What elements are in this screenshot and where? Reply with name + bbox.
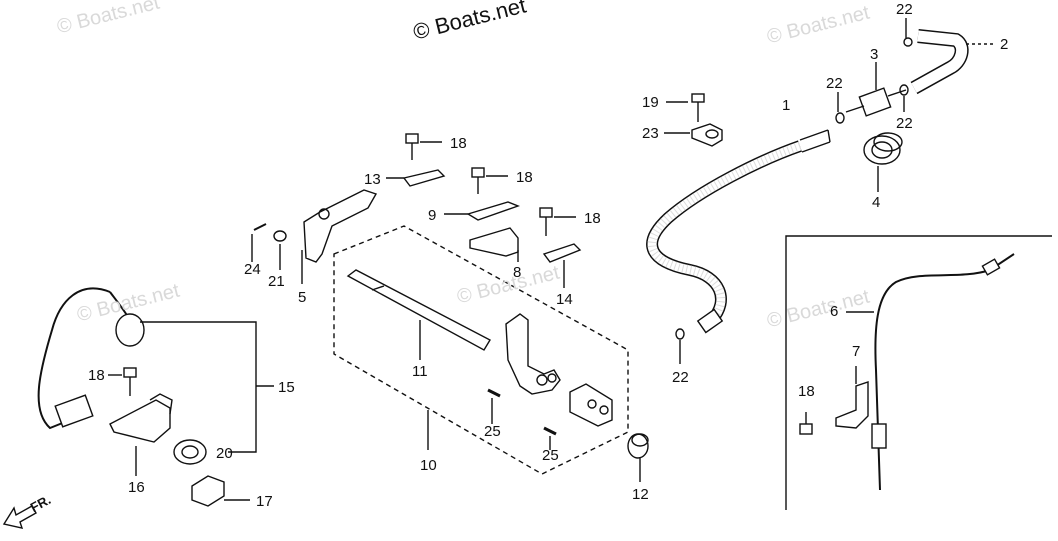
part-2-hose <box>910 29 994 95</box>
part-3-fitting <box>845 62 907 117</box>
callout-1: 1 <box>782 97 791 114</box>
part-6-cable <box>846 253 1015 491</box>
callout-25: 25 <box>484 423 501 440</box>
callout-10: 10 <box>420 457 437 474</box>
callout-8: 8 <box>513 264 522 281</box>
callout-25: 25 <box>542 447 559 464</box>
bracket-assembly <box>569 383 613 427</box>
callout-20: 20 <box>216 445 233 462</box>
part-5-bracket <box>301 189 378 284</box>
part-23-clamp <box>664 123 723 147</box>
inset-frame <box>785 235 1052 510</box>
callout-14: 14 <box>556 291 573 308</box>
front-direction-arrow <box>2 505 37 529</box>
part-21-washer <box>273 230 287 270</box>
callout-13: 13 <box>364 171 381 188</box>
part-7-bracket <box>835 366 869 429</box>
shift-arm <box>505 313 561 395</box>
part-24-pin <box>251 223 267 262</box>
part-16-bracket <box>109 393 173 476</box>
callout-18: 18 <box>798 383 815 400</box>
part-13-plate <box>386 169 446 187</box>
callout-17: 17 <box>256 493 273 510</box>
part-19-bolt <box>666 93 705 122</box>
part-17-cap <box>191 475 250 507</box>
callout-15: 15 <box>278 379 295 396</box>
part-1-hose <box>646 129 831 334</box>
part-15-switch-harness <box>37 287 274 453</box>
callout-23: 23 <box>642 125 659 142</box>
callout-18: 18 <box>516 169 533 186</box>
callout-24: 24 <box>244 261 261 278</box>
part-11-shaft <box>346 269 491 360</box>
callout-2: 2 <box>1000 36 1009 53</box>
part-14-plate <box>542 243 582 288</box>
part-18-bolts <box>108 133 813 435</box>
callout-21: 21 <box>268 273 285 290</box>
part-12-grommet <box>627 433 649 482</box>
callout-22: 22 <box>896 1 913 18</box>
part-9-plate <box>444 201 520 221</box>
callout-22: 22 <box>672 369 689 386</box>
part-8-bracket <box>469 227 519 262</box>
callout-19: 19 <box>642 94 659 111</box>
callout-3: 3 <box>870 46 879 63</box>
part-22-clips <box>675 18 913 364</box>
callout-9: 9 <box>428 207 437 224</box>
callout-12: 12 <box>632 486 649 503</box>
callout-11: 11 <box>412 363 428 380</box>
part-25-pins <box>487 388 557 450</box>
callout-5: 5 <box>298 289 307 306</box>
part-20-nut <box>173 439 207 465</box>
callout-6: 6 <box>830 303 839 320</box>
callout-18: 18 <box>450 135 467 152</box>
part-10-assembly-outline <box>333 225 629 475</box>
callout-18: 18 <box>88 367 105 384</box>
callout-22: 22 <box>896 115 913 132</box>
callout-22: 22 <box>826 75 843 92</box>
callout-16: 16 <box>128 479 145 496</box>
callout-4: 4 <box>872 194 881 211</box>
part-4-grommet <box>863 132 903 192</box>
callout-18: 18 <box>584 210 601 227</box>
callout-7: 7 <box>852 343 861 360</box>
